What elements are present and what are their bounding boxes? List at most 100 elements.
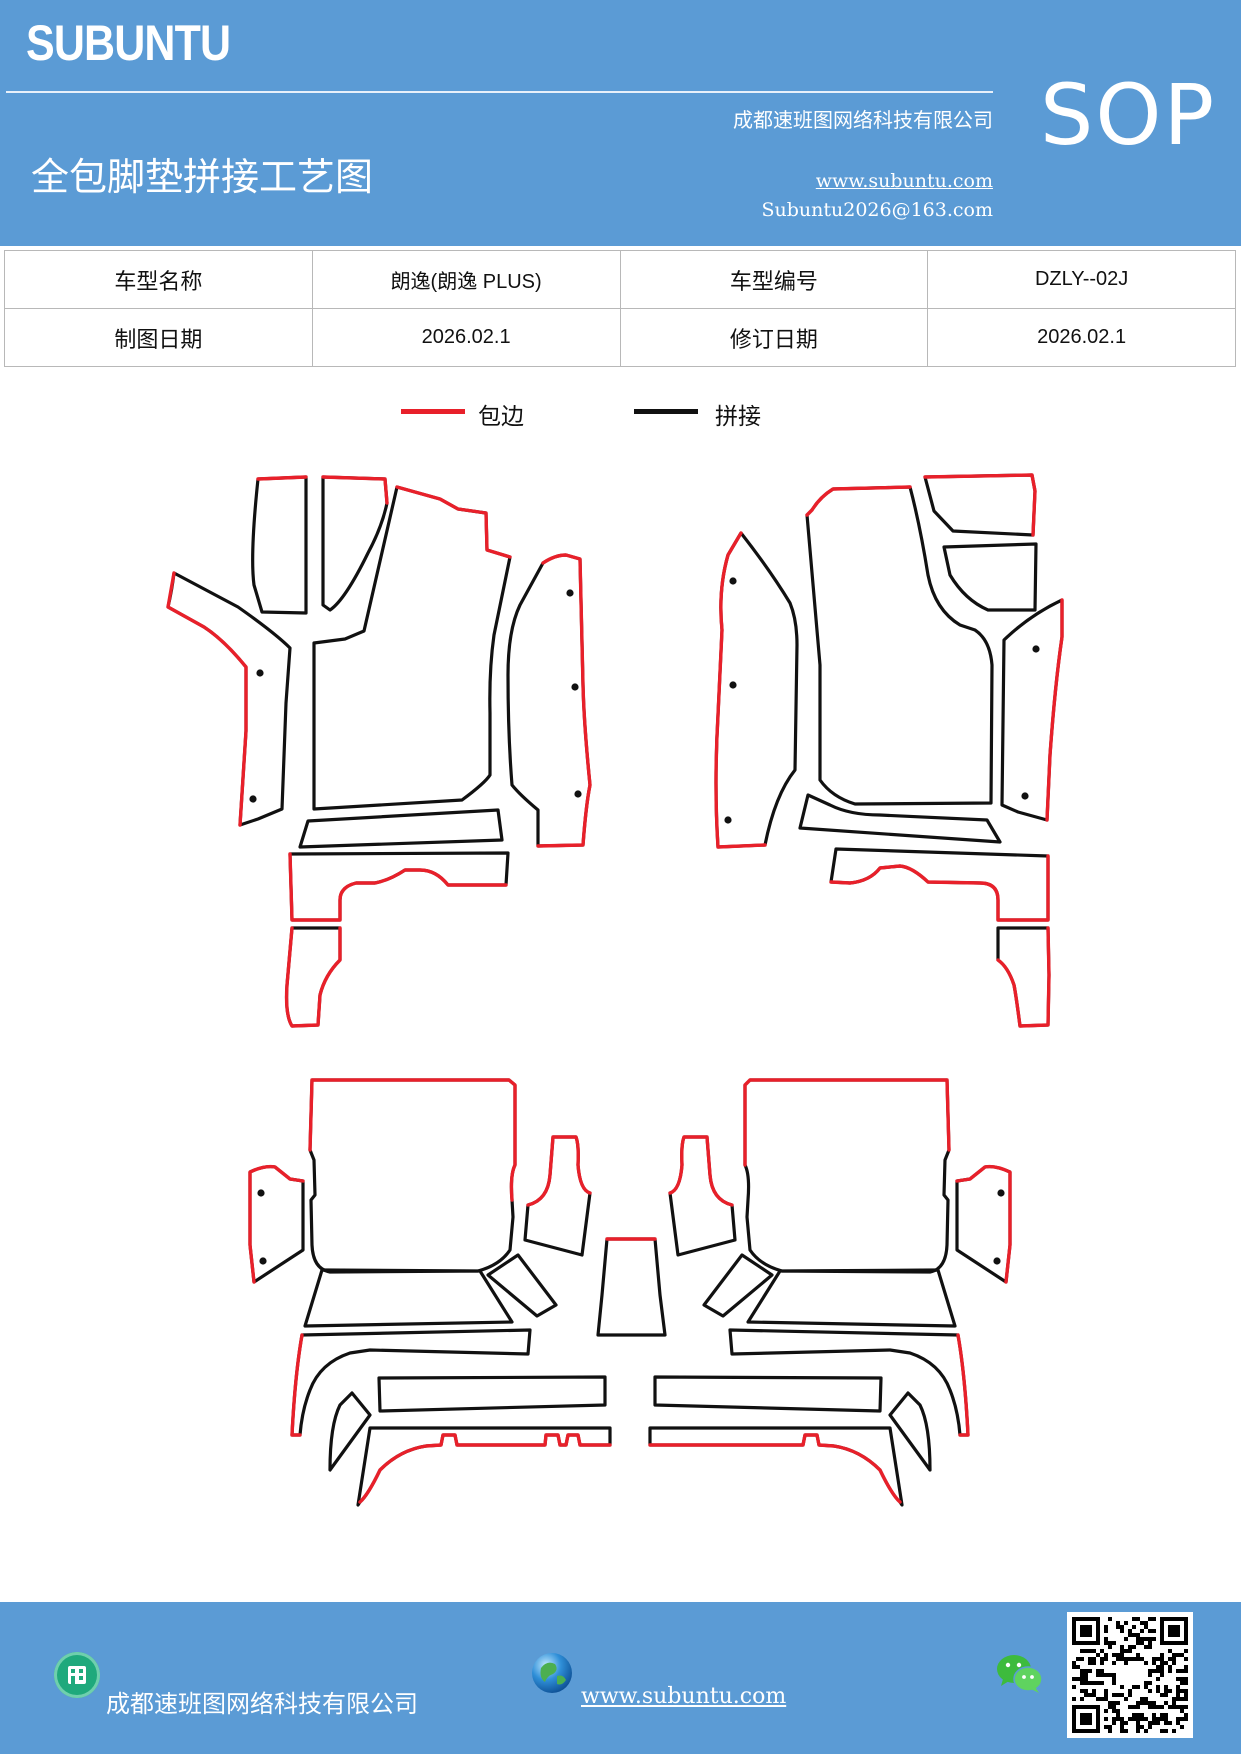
mat-piece	[728, 1328, 970, 1437]
mat-piece	[312, 485, 512, 811]
header-banner: SUBUNTU 成都速班图网络科技有限公司 全包脚垫拼接工艺图 www.subu…	[0, 0, 1241, 246]
mat-edge	[308, 1078, 517, 1202]
mounting-hole	[1032, 645, 1040, 653]
mat-piece	[955, 1164, 1012, 1284]
front-right-mat-group	[714, 473, 1064, 1028]
mat-edge	[714, 531, 767, 849]
mat-piece	[888, 1391, 932, 1472]
brand-logo: SUBUNTU	[26, 15, 231, 71]
mat-piece	[284, 926, 342, 1028]
mat-piece	[303, 1268, 514, 1328]
mat-edge	[358, 1433, 612, 1504]
mat-piece	[377, 1375, 607, 1413]
mounting-hole	[729, 577, 737, 585]
mounting-hole	[249, 795, 257, 803]
legend: 包边 拼接	[0, 395, 1241, 435]
mat-piece	[702, 1253, 774, 1318]
footer-banner: 成都速班图网络科技有限公司 www.subuntu.com	[0, 1602, 1241, 1754]
mat-edge	[395, 485, 512, 559]
page-title: 全包脚垫拼接工艺图	[31, 155, 374, 199]
mat-edge	[648, 1433, 902, 1504]
center-hump-group	[596, 1237, 667, 1337]
mat-edge	[743, 1078, 951, 1167]
mat-piece	[996, 926, 1051, 1028]
company-name: 成都速班图网络科技有限公司	[733, 108, 993, 132]
mat-edge	[668, 1135, 734, 1207]
mat-piece	[506, 553, 592, 848]
mounting-hole	[993, 1257, 1001, 1265]
mat-edge	[321, 475, 389, 505]
mat-piece	[805, 485, 994, 806]
legend-edge-swatch	[401, 409, 465, 414]
mat-edge	[166, 571, 248, 827]
mat-edge	[996, 926, 1051, 1028]
mounting-hole	[256, 669, 264, 677]
mat-piece	[746, 1268, 957, 1328]
sop-badge: SOP	[1040, 66, 1217, 164]
info-value-cell: DZLY--02J	[927, 250, 1236, 309]
building-icon	[54, 1652, 100, 1698]
mat-piece	[321, 475, 389, 612]
qr-code	[1067, 1612, 1193, 1738]
mat-edge	[526, 1135, 592, 1207]
mat-piece	[743, 1078, 951, 1274]
mat-piece	[942, 542, 1038, 612]
mat-edge	[805, 485, 912, 517]
globe-icon	[529, 1650, 575, 1696]
footer-company-name: 成都速班图网络科技有限公司	[106, 1690, 418, 1718]
mat-edge	[288, 852, 508, 922]
mounting-hole	[571, 683, 579, 691]
mounting-hole	[257, 1189, 265, 1197]
mat-piece	[648, 1426, 904, 1507]
info-value-cell: 2026.02.1	[927, 308, 1236, 367]
mat-piece	[356, 1426, 612, 1507]
mat-piece	[308, 1078, 517, 1274]
legend-seam-label: 拼接	[715, 404, 761, 430]
mat-piece	[298, 808, 504, 849]
rear-right-mat-group	[648, 1078, 1012, 1507]
wechat-icon	[995, 1652, 1045, 1696]
mat-edge	[290, 1333, 304, 1437]
mat-piece	[251, 475, 308, 615]
info-label-cell: 车型编号	[619, 250, 929, 309]
mat-piece	[523, 1135, 592, 1257]
header-divider	[6, 91, 993, 93]
mat-edge	[536, 553, 592, 848]
mat-edge	[923, 473, 1037, 537]
mat-edge	[248, 1164, 305, 1284]
mat-edge	[829, 854, 1050, 922]
mat-edge	[284, 926, 342, 1028]
mat-piece	[290, 1328, 532, 1437]
floor-mat-drawing	[166, 473, 1064, 1507]
website-link[interactable]: www.subuntu.com	[815, 170, 993, 192]
mounting-hole	[997, 1189, 1005, 1197]
mounting-hole	[724, 816, 732, 824]
mat-piece	[798, 793, 1002, 844]
mat-piece	[596, 1237, 667, 1337]
mat-piece	[248, 1164, 305, 1284]
mat-piece	[923, 473, 1037, 537]
mounting-hole	[574, 790, 582, 798]
footer-website-link[interactable]: www.subuntu.com	[581, 1684, 787, 1709]
info-label-cell: 修订日期	[619, 308, 929, 367]
legend-seam-swatch	[634, 409, 698, 414]
mat-piece	[829, 847, 1050, 922]
info-label-cell: 车型名称	[4, 250, 313, 309]
mounting-hole	[259, 1257, 267, 1265]
mat-edge	[1045, 598, 1064, 822]
mat-piece	[486, 1253, 558, 1318]
mat-piece	[714, 531, 799, 849]
info-value-cell: 朗逸(朗逸 PLUS)	[311, 250, 621, 309]
mat-piece	[328, 1391, 372, 1472]
mat-piece	[653, 1375, 883, 1413]
legend-edge-label: 包边	[478, 404, 524, 430]
mat-piece	[668, 1135, 737, 1257]
front-left-mat-group	[166, 475, 592, 1028]
mounting-holes	[249, 577, 1040, 1265]
mat-edge	[955, 1164, 1012, 1284]
info-value-cell: 2026.02.1	[311, 308, 621, 367]
mat-edge	[956, 1333, 970, 1437]
